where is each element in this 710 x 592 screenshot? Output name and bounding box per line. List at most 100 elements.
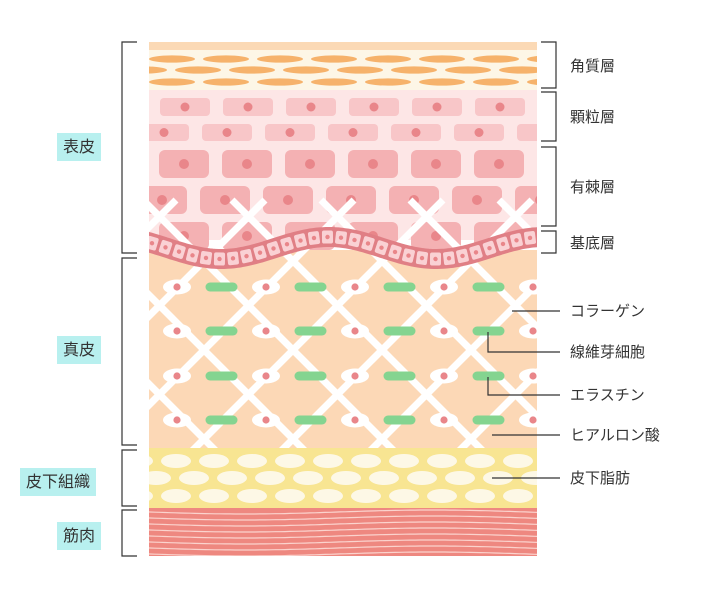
corneum-cell	[527, 79, 537, 85]
fat-cell	[199, 489, 229, 503]
nucleus	[431, 231, 441, 241]
fibroblast-nucleus	[262, 416, 270, 424]
nucleus	[557, 231, 567, 241]
fat-cell	[217, 471, 247, 485]
spinous-cell	[96, 150, 146, 178]
basal-cell	[442, 251, 456, 266]
fat-cell	[275, 454, 305, 468]
muscle-fiber	[149, 539, 537, 545]
basal-cell	[510, 233, 523, 248]
fibroblast-nucleus	[440, 327, 448, 335]
label-stratum-basale: 基底層	[570, 234, 616, 252]
fat-cell	[275, 489, 305, 503]
nucleus	[368, 159, 378, 169]
label-collagen: コラーゲン	[570, 302, 646, 320]
fat-cell	[503, 454, 533, 468]
label-muscle: 筋肉	[57, 522, 102, 550]
fibroblast-cell	[519, 412, 537, 428]
basal-cell-nucleus	[365, 241, 371, 246]
fibroblast-nucleus	[262, 372, 270, 380]
nucleus	[242, 159, 252, 169]
nucleus	[222, 128, 232, 137]
nucleus	[411, 128, 421, 137]
fibroblast-nucleus	[440, 416, 448, 424]
fibroblast-nucleus	[529, 416, 537, 424]
label-stratum-spinosum: 有棘層	[570, 178, 616, 196]
right-bracket	[541, 146, 557, 227]
fat-cell	[369, 471, 399, 485]
label-elastin: エラスチン	[570, 386, 645, 404]
basal-cell	[538, 230, 549, 243]
fat-cell	[427, 454, 457, 468]
elastin-fiber	[294, 326, 327, 336]
corneum-cell	[95, 55, 141, 62]
basal-cell-nucleus	[176, 249, 182, 254]
elastin-fiber	[205, 282, 238, 292]
basal-cell-nucleus	[392, 249, 398, 255]
fibroblast-nucleus	[84, 327, 91, 334]
basal-cell-nucleus	[311, 235, 317, 241]
fat-cell	[407, 471, 437, 485]
basal-cell	[213, 252, 226, 266]
basal-cell	[374, 240, 389, 256]
elastin-fiber	[383, 371, 416, 381]
basal-cell	[227, 251, 239, 266]
corneum-top-band	[149, 42, 537, 50]
fat-cell	[503, 489, 533, 503]
basal-cell-nucleus	[298, 238, 303, 243]
corneum-cell	[445, 66, 491, 74]
muscle-fiber	[149, 515, 537, 521]
fibroblast-pointer	[487, 332, 560, 353]
fibroblast-nucleus	[440, 283, 448, 291]
corneum-cell	[419, 55, 465, 63]
fat-cell	[351, 454, 381, 468]
elastin-fiber	[383, 282, 416, 292]
nucleus	[495, 102, 505, 112]
elastin-pointer	[487, 377, 560, 396]
basal-cell	[294, 233, 307, 248]
fat-cell	[541, 454, 571, 468]
fat-cell	[351, 489, 381, 503]
basal-cell-nucleus	[217, 256, 222, 262]
corneum-cell	[203, 55, 249, 63]
basal-cell-nucleus	[473, 250, 479, 255]
fat-cell	[445, 471, 475, 485]
nucleus	[494, 159, 504, 169]
basal-cell-nucleus	[338, 235, 344, 240]
fibroblast-cell	[74, 413, 102, 428]
elastin-fiber	[472, 282, 505, 292]
nucleus	[474, 128, 484, 137]
nucleus	[157, 195, 167, 205]
left-bracket	[121, 257, 137, 446]
basal-cell	[348, 232, 361, 248]
fat-cell	[237, 454, 267, 468]
basal-cell-nucleus	[325, 234, 330, 240]
fibroblast-nucleus	[351, 416, 359, 424]
corneum-cell	[311, 55, 357, 63]
fibroblast-nucleus	[262, 283, 270, 291]
elastin-fiber	[562, 327, 594, 336]
basal-cell	[361, 236, 375, 251]
elastin-fiber	[205, 371, 238, 381]
label-stratum-corneum: 角質層	[570, 57, 616, 75]
basal-cell	[280, 236, 294, 252]
fibroblast-nucleus	[529, 283, 537, 291]
muscle-fiber	[149, 551, 537, 556]
fibroblast-nucleus	[351, 372, 359, 380]
basal-cell-nucleus	[446, 256, 452, 261]
fat-cell	[389, 489, 419, 503]
basal-cell	[253, 245, 267, 260]
basal-cell-nucleus	[149, 240, 155, 246]
fat-cell	[465, 454, 495, 468]
nucleus	[116, 231, 126, 241]
corneum-cell	[311, 78, 357, 86]
fibroblast-nucleus	[529, 327, 537, 335]
granular-cell	[517, 124, 537, 141]
elastin-fiber	[294, 371, 327, 381]
fibroblast-nucleus	[173, 283, 181, 291]
basal-cell	[402, 248, 415, 263]
nucleus	[348, 128, 358, 137]
corneum-cell	[473, 78, 519, 86]
fibroblast-nucleus	[262, 327, 270, 335]
basal-cell	[149, 235, 159, 251]
